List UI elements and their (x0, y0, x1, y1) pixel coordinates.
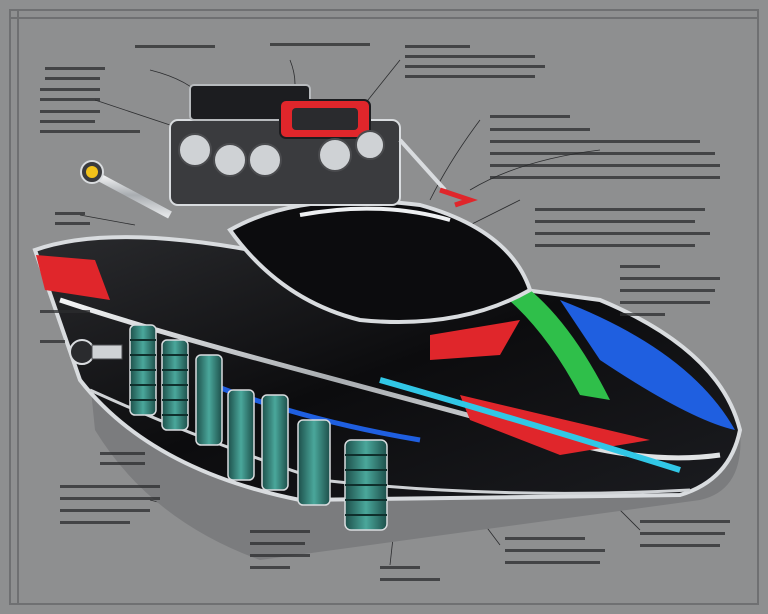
battery-cell-illustration (129, 324, 388, 531)
connector-plug-illustration (69, 339, 123, 365)
headlamp-lens (86, 166, 98, 178)
blue-bow-accent (560, 300, 735, 430)
red-stripe-mid (430, 320, 520, 360)
drawing-frame (9, 9, 759, 605)
cabin-highlight (299, 206, 451, 222)
red-stripe-stern (36, 255, 110, 300)
illegible-callout-text (40, 43, 730, 581)
lamp-arm (93, 171, 172, 219)
engine-block-illustration (169, 84, 478, 208)
green-bow-accent (490, 270, 610, 400)
blue-side-stripe (199, 377, 421, 443)
red-stripe-bow (460, 395, 650, 455)
cyan-side-stripe (379, 377, 681, 473)
